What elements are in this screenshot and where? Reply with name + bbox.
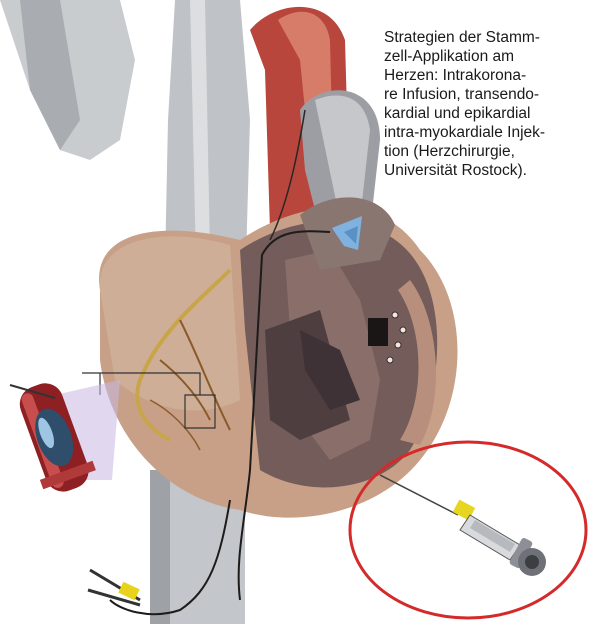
caption-line: Universität Rostock).: [384, 161, 584, 180]
caption-line: tion (Herzchirurgie,: [384, 142, 584, 161]
catheter-hub: [88, 570, 140, 605]
caption-line: re Infusion, transendo-: [384, 85, 584, 104]
injection-dot: [395, 342, 401, 348]
caption-line: intra-myokardiale Injek-: [384, 123, 584, 142]
caption-line: Strategien der Stamm-: [384, 28, 584, 47]
caption-line: zell-Applikation am: [384, 47, 584, 66]
caption-line: kardial und epikardial: [384, 104, 584, 123]
injection-dot: [392, 312, 398, 318]
inferior-vessel-shade: [150, 470, 170, 624]
caption-line: Herzen: Intrakorona-: [384, 66, 584, 85]
figure-caption: Strategien der Stamm- zell-Applikation a…: [384, 28, 584, 180]
injection-dot: [400, 327, 406, 333]
heart-right-atrium: [100, 236, 240, 410]
syringe-icon: [380, 475, 546, 576]
injection-dot: [387, 357, 393, 363]
injection-patch: [368, 318, 388, 346]
